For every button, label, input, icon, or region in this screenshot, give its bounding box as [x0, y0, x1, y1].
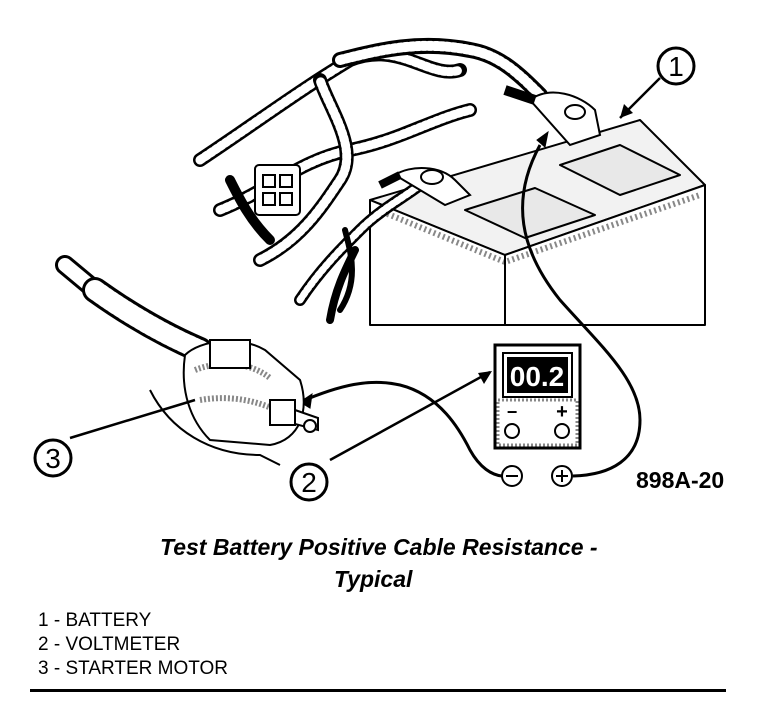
callout-arrowhead [620, 104, 633, 118]
legend-item-voltmeter: 2 - VOLTMETER [38, 634, 181, 655]
negative-probe-icon [501, 465, 523, 487]
meter-positive-label: + [556, 401, 568, 423]
lead-arrowhead [299, 392, 313, 409]
wiring-harness [193, 37, 548, 324]
caption-line-2: Typical [334, 566, 413, 592]
legend-item-starter-motor: 3 - STARTER MOTOR [38, 658, 229, 679]
callout-3-number: 3 [45, 443, 61, 474]
caption-line-1: Test Battery Positive Cable Resistance - [160, 534, 598, 560]
harness-connector [254, 164, 301, 216]
callout-1-number: 1 [668, 51, 684, 82]
battery [369, 119, 706, 326]
callout-1: 1 [656, 46, 696, 86]
callout-2: 2 [289, 462, 329, 502]
negative-battery-terminal [378, 167, 472, 207]
positive-test-lead [521, 144, 642, 478]
meter-reading: 00.2 [510, 361, 565, 392]
positive-battery-terminal [503, 85, 602, 147]
figure-code: 898A-20 [636, 467, 724, 493]
meter-negative-jack [504, 423, 520, 439]
callout-2-number: 2 [301, 467, 317, 498]
legend-item-battery: 1 - BATTERY [38, 610, 152, 631]
lead-arrowhead [536, 130, 549, 148]
negative-test-lead [299, 380, 503, 478]
meter-positive-jack [554, 423, 570, 439]
callout-arrowhead [478, 371, 492, 384]
callout-3: 3 [33, 438, 73, 478]
meter-negative-label: − [507, 402, 518, 422]
positive-probe-icon [551, 465, 573, 487]
diagram-figure: 00.2 − + 1 2 [33, 37, 724, 502]
voltmeter: 00.2 − + [493, 343, 582, 450]
bottom-divider [30, 689, 726, 692]
starter-motor [55, 255, 319, 466]
